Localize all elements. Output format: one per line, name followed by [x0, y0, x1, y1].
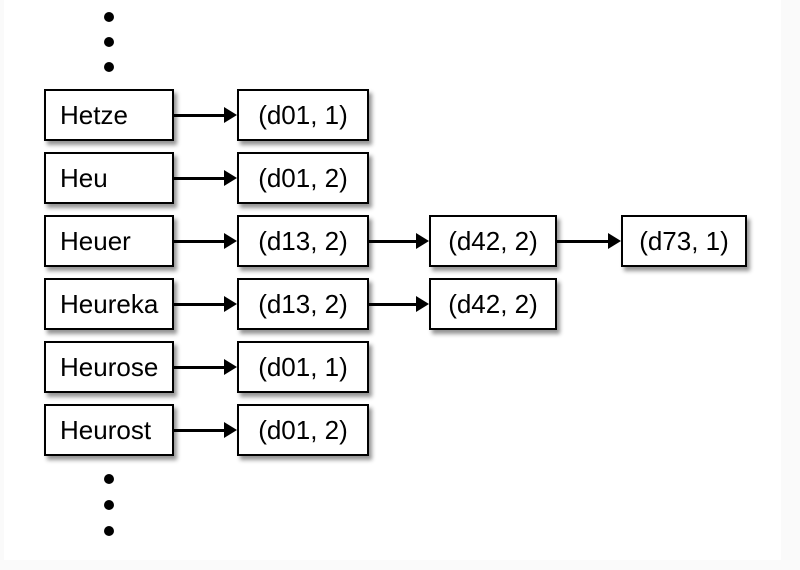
arrow-line — [174, 177, 227, 180]
arrow — [369, 233, 429, 249]
arrow-line — [174, 303, 227, 306]
term-box-heureka: Heureka — [44, 278, 174, 330]
posting-box-heureka-2: (d42, 2) — [429, 278, 557, 330]
arrowhead-icon — [224, 296, 237, 312]
posting-box-heureka-1: (d13, 2) — [237, 278, 369, 330]
arrow — [174, 422, 237, 438]
term-box-heuer: Heuer — [44, 215, 174, 267]
arrow-line — [174, 240, 227, 243]
arrow — [174, 296, 237, 312]
term-box-heu: Heu — [44, 152, 174, 204]
posting-box-heurose-1: (d01, 1) — [237, 341, 369, 393]
arrowhead-icon — [224, 359, 237, 375]
term-box-heurost: Heurost — [44, 404, 174, 456]
arrowhead-icon — [224, 422, 237, 438]
arrow-line — [174, 366, 227, 369]
posting-box-heu-1: (d01, 2) — [237, 152, 369, 204]
arrowhead-icon — [224, 233, 237, 249]
arrowhead-icon — [224, 170, 237, 186]
arrowhead-icon — [416, 296, 429, 312]
posting-box-heuer-2: (d42, 2) — [429, 215, 557, 267]
ellipsis-bottom-dot — [104, 526, 114, 536]
arrow — [174, 107, 237, 123]
arrow — [369, 296, 429, 312]
arrowhead-icon — [224, 107, 237, 123]
arrow — [174, 170, 237, 186]
ellipsis-bottom-dot — [104, 474, 114, 484]
posting-box-heuer-3: (d73, 1) — [621, 215, 747, 267]
arrow-line — [557, 240, 611, 243]
arrow — [174, 359, 237, 375]
ellipsis-bottom-dot — [104, 500, 114, 510]
arrowhead-icon — [608, 233, 621, 249]
arrow-line — [174, 429, 227, 432]
arrow-line — [369, 303, 419, 306]
ellipsis-top-dot — [104, 37, 114, 47]
ellipsis-top-dot — [104, 12, 114, 22]
arrow-line — [369, 240, 419, 243]
arrow — [174, 233, 237, 249]
term-box-heurose: Heurose — [44, 341, 174, 393]
posting-box-heurost-1: (d01, 2) — [237, 404, 369, 456]
arrow-line — [174, 114, 227, 117]
arrowhead-icon — [416, 233, 429, 249]
ellipsis-top-dot — [104, 62, 114, 72]
arrow — [557, 233, 621, 249]
diagram-panel: Hetze (d01, 1) Heu (d01, 2) Heuer (d13, … — [4, 0, 781, 560]
posting-box-hetze-1: (d01, 1) — [237, 89, 369, 141]
term-box-hetze: Hetze — [44, 89, 174, 141]
posting-box-heuer-1: (d13, 2) — [237, 215, 369, 267]
